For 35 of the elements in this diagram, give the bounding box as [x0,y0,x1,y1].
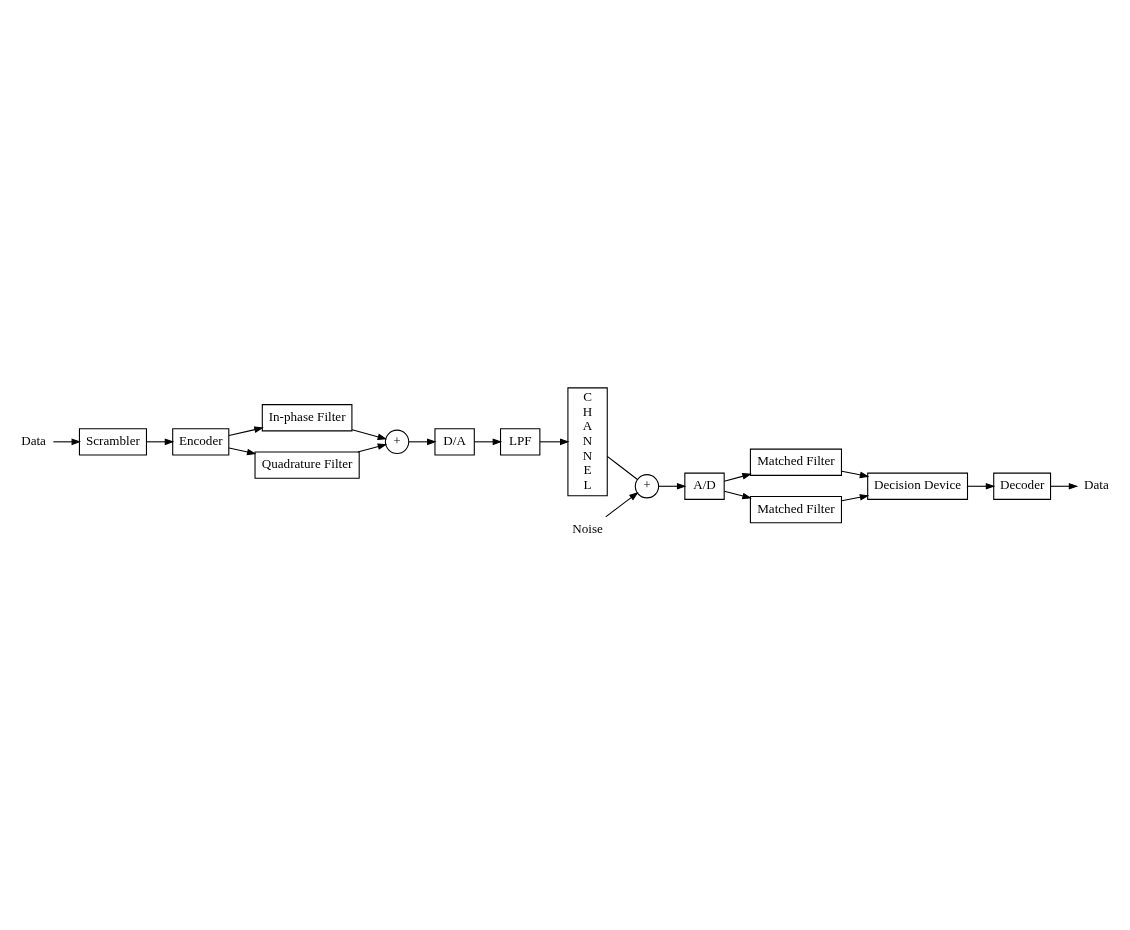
node-box: CHANNEL [567,386,608,496]
arrow [228,425,264,436]
arrow [841,470,870,478]
arrow [967,482,996,490]
arrow [841,493,870,501]
node-box: LPF [500,427,541,455]
arrow [539,438,570,445]
node-box: In-phase Filter [261,403,353,431]
node-box: Matched Filter [749,495,842,523]
arrow [228,446,257,455]
arrow [723,490,752,499]
node-box: A/D [684,472,725,500]
arrow [474,438,503,445]
arrow [351,428,388,440]
arrow [658,482,687,490]
node-circle: + [634,473,660,498]
arrow [605,491,639,517]
node-text: Data [21,432,46,448]
node-box: Quadrature Filter [254,450,360,479]
node-text: Noise [572,520,603,536]
node-box: Scrambler [78,427,147,455]
arrow [1050,482,1079,490]
node-box: Encoder [172,427,230,455]
arrow [146,438,175,445]
arrow [723,472,752,482]
arrow [357,442,388,453]
node-circle: + [384,429,410,454]
arrow [408,438,437,445]
node-text: Data [1084,476,1109,492]
node-box: Decision Device [867,472,969,500]
node-box: Decoder [993,472,1052,500]
node-box: D/A [434,427,475,455]
arrow [52,438,82,445]
connector [606,455,638,480]
node-box: Matched Filter [749,448,842,476]
